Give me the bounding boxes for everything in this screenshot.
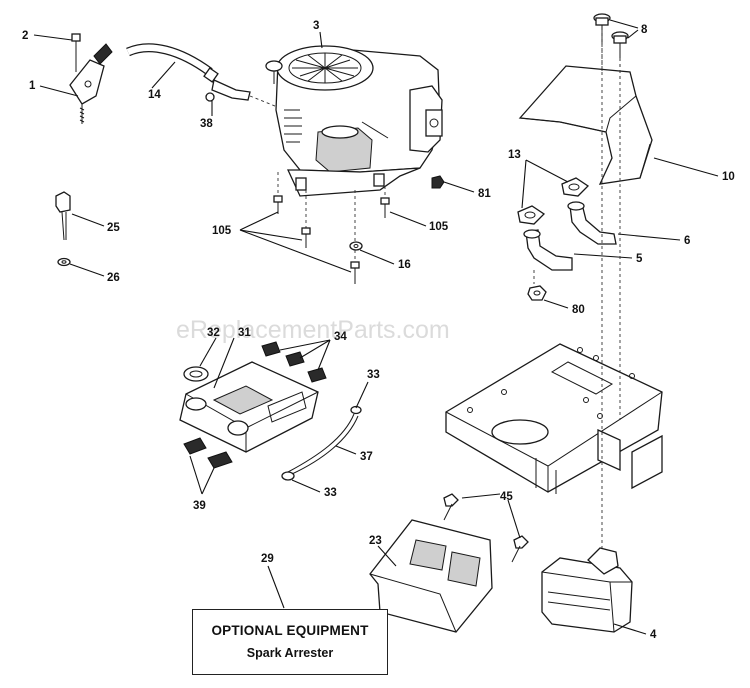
- callout-31: 31: [238, 327, 251, 339]
- callout-13: 13: [508, 149, 521, 161]
- fuel-fitting-part: [205, 79, 251, 102]
- vent-hose-part: [281, 405, 362, 481]
- throttle-control-part: [69, 33, 113, 124]
- callout-2: 2: [22, 30, 28, 42]
- callout-5: 5: [636, 253, 643, 265]
- exhaust-shield-part: [518, 65, 653, 185]
- frame-part: [445, 343, 663, 494]
- callout-25: 25: [107, 222, 120, 234]
- callout-23: 23: [369, 535, 382, 547]
- fuel-line-part: [126, 43, 219, 83]
- nut-part: [431, 175, 445, 189]
- dipstick-part: [55, 191, 71, 241]
- callout-34: 34: [334, 331, 347, 343]
- callout-33-bottom: 33: [324, 487, 337, 499]
- dipstick-washer-part: [57, 257, 71, 267]
- muffler-part: [541, 547, 633, 633]
- callout-32: 32: [207, 327, 220, 339]
- spark-arrester-label: Spark Arrester: [246, 646, 334, 660]
- watermark-text: eReplacementParts.com: [176, 316, 450, 344]
- callout-labels: 2 1 3 14 38 8 10 13 81 25 26 105 105 16 …: [22, 20, 735, 641]
- callout-6: 6: [684, 235, 690, 247]
- callout-4: 4: [650, 629, 657, 641]
- callout-29: 29: [261, 553, 274, 565]
- callout-33-top: 33: [367, 369, 380, 381]
- washer-part: [349, 241, 363, 251]
- callout-105-left: 105: [212, 225, 232, 237]
- callout-10: 10: [722, 171, 735, 183]
- optional-equipment-title: OPTIONAL EQUIPMENT: [211, 623, 369, 638]
- battery-clip-part: [183, 366, 209, 382]
- exhaust-pipe-part: [523, 201, 617, 284]
- callout-38: 38: [200, 118, 213, 130]
- callout-39: 39: [193, 500, 206, 512]
- spark-arrester-part: [369, 519, 493, 633]
- spark-arrester-screws-part: [443, 493, 529, 563]
- engine-part: [265, 45, 443, 197]
- callout-1: 1: [29, 80, 36, 92]
- callout-80: 80: [572, 304, 585, 316]
- callout-14: 14: [148, 89, 161, 101]
- callout-37: 37: [360, 451, 373, 463]
- mounting-bolts-part: [273, 172, 390, 284]
- battery-pads-part: [183, 341, 327, 469]
- callout-105-right: 105: [429, 221, 449, 233]
- callout-81: 81: [478, 188, 491, 200]
- callout-45: 45: [500, 491, 513, 503]
- exhaust-nut-part: [527, 285, 547, 301]
- optional-equipment-box: OPTIONAL EQUIPMENT Spark Arrester: [192, 609, 388, 675]
- callout-16: 16: [398, 259, 411, 271]
- callout-3: 3: [313, 20, 319, 32]
- callout-26: 26: [107, 272, 120, 284]
- exhaust-gaskets-part: [517, 177, 590, 225]
- callout-8: 8: [641, 24, 648, 36]
- battery-tray-part: [179, 361, 319, 453]
